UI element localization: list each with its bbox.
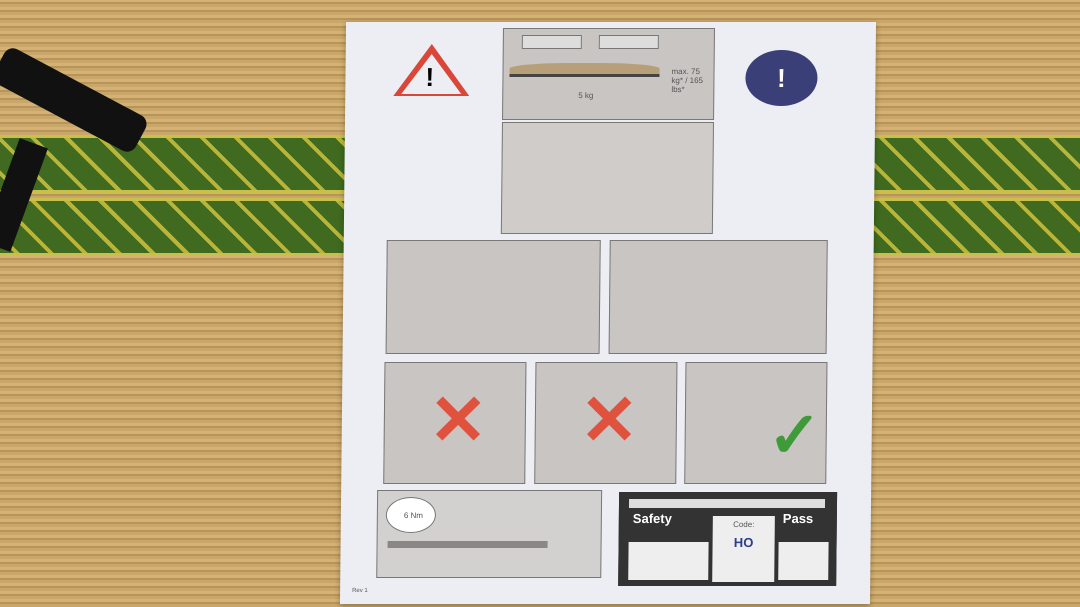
car-roof-panel xyxy=(500,122,715,234)
code-box: Code: HO xyxy=(712,516,775,582)
code-label: Code: xyxy=(733,520,755,529)
read-manual-icon: ! xyxy=(745,50,818,106)
correct-mount-panel: ✓ xyxy=(684,362,828,484)
torque-panel: 6 Nm xyxy=(376,490,603,578)
wrong-mount-panel-1: ✕ xyxy=(383,362,527,484)
instruction-sheet: ! ! max. 75 kg* / 165 lbs* 5 kg ✕ ✕ ✓ 6 … xyxy=(339,22,877,604)
accessory-weight-label: 5 kg xyxy=(578,91,594,100)
pass-label: Pass xyxy=(782,511,814,526)
wrong-x-icon: ✕ xyxy=(428,381,488,459)
wrong-mount-panel-2: ✕ xyxy=(534,362,678,484)
load-max-label: max. 75 kg* / 165 lbs* xyxy=(671,67,704,94)
safety-pass-card: Safety Pass Code: HO xyxy=(618,492,838,586)
safety-label: Safety xyxy=(632,511,672,526)
load-diagram-panel: max. 75 kg* / 165 lbs* 5 kg xyxy=(502,28,715,120)
code-value: HO xyxy=(733,535,754,550)
footer-code: Rev 1 xyxy=(352,588,368,594)
torque-label: 6 Nm xyxy=(403,511,424,520)
exclamation-glyph: ! xyxy=(425,62,435,92)
step-foot-mount-panel xyxy=(385,240,601,354)
wrench-drawing xyxy=(387,541,548,548)
wrong-x-icon: ✕ xyxy=(579,381,639,459)
roof-box-drawing xyxy=(509,63,660,77)
step-bolts-panel xyxy=(608,240,828,354)
correct-check-icon: ✓ xyxy=(767,399,822,471)
